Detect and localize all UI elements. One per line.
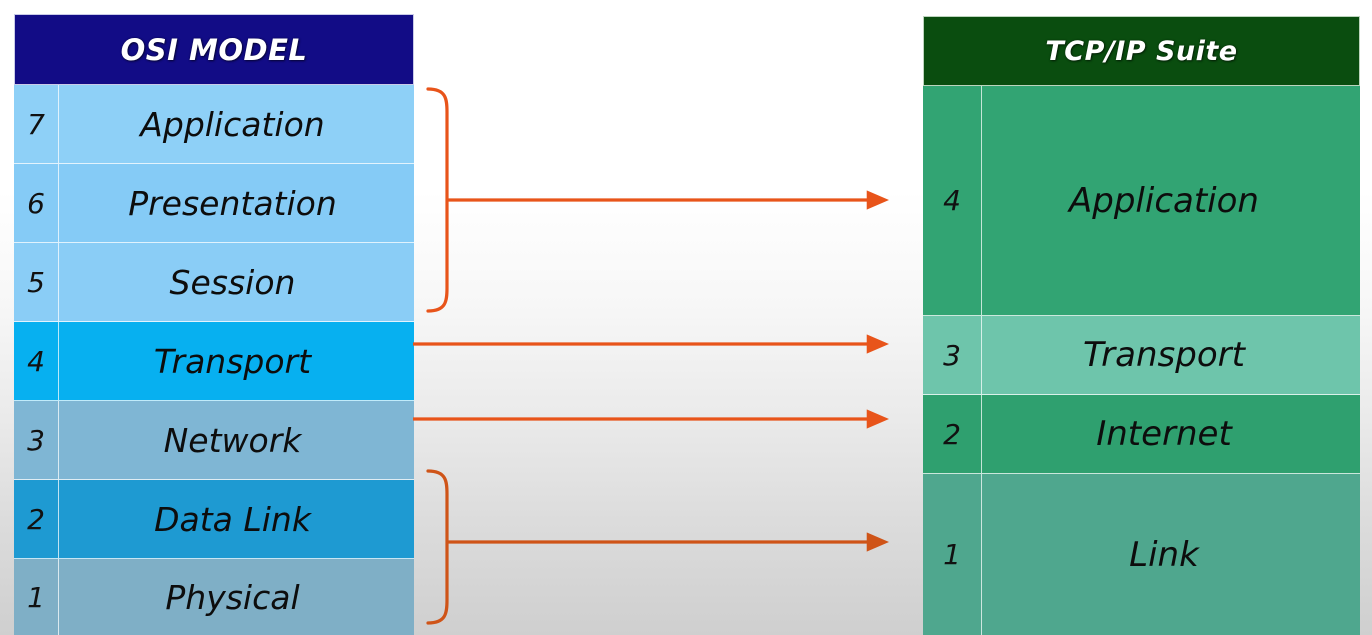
osi-layer-name: Physical (165, 577, 300, 617)
osi-model-header: OSI MODEL (14, 14, 414, 85)
tcpip-suite-header: TCP/IP Suite (923, 16, 1360, 86)
connector-application-bracket (426, 87, 890, 313)
osi-layer-number: 7 (14, 85, 59, 163)
tcpip-layer-name: Transport (1083, 335, 1245, 375)
osi-layer-name: Application (140, 104, 325, 144)
osi-layer-list: 7 Application 6 Presentation 5 Session 4 Transp… (14, 85, 414, 635)
osi-layer-row: 7 Application (14, 85, 414, 164)
osi-layer-name: Data Link (154, 499, 311, 539)
osi-layer-name: Presentation (128, 183, 337, 223)
osi-layer-number: 4 (14, 322, 59, 400)
osi-layer-row: 4 Transport (14, 322, 414, 401)
connector-link-bracket (426, 469, 890, 625)
tcpip-suite-panel: TCP/IP Suite 4 Application 3 Transport 2 Inte… (923, 16, 1360, 635)
osi-layer-row: 1 Physical (14, 559, 414, 635)
tcpip-layer-number: 1 (923, 474, 982, 635)
tcpip-layer-row: 3 Transport (923, 316, 1360, 395)
osi-layer-row: 5 Session (14, 243, 414, 322)
tcpip-layer-row: 2 Internet (923, 395, 1360, 474)
tcpip-layer-list: 4 Application 3 Transport 2 Internet 1 Link (923, 86, 1360, 635)
osi-layer-number: 2 (14, 480, 59, 558)
tcpip-layer-name: Internet (1096, 414, 1232, 454)
osi-layer-number: 3 (14, 401, 59, 479)
tcpip-layer-row: 4 Application (923, 86, 1360, 316)
tcpip-layer-row: 1 Link (923, 474, 1360, 635)
osi-layer-name: Transport (153, 341, 312, 381)
tcpip-layer-number: 3 (923, 316, 982, 394)
osi-layer-name: Network (163, 420, 302, 460)
tcpip-layer-name: Application (1069, 180, 1259, 221)
osi-layer-number: 1 (14, 559, 59, 635)
osi-layer-name: Session (169, 262, 296, 302)
osi-layer-row: 2 Data Link (14, 480, 414, 559)
osi-layer-row: 6 Presentation (14, 164, 414, 243)
osi-layer-number: 6 (14, 164, 59, 242)
tcpip-layer-number: 2 (923, 395, 982, 473)
osi-model-panel: OSI MODEL 7 Application 6 Presentation 5 Sess… (14, 14, 414, 635)
tcpip-layer-number: 4 (923, 86, 982, 315)
tcpip-layer-name: Link (1129, 534, 1199, 575)
osi-layer-number: 5 (14, 243, 59, 321)
osi-layer-row: 3 Network (14, 401, 414, 480)
